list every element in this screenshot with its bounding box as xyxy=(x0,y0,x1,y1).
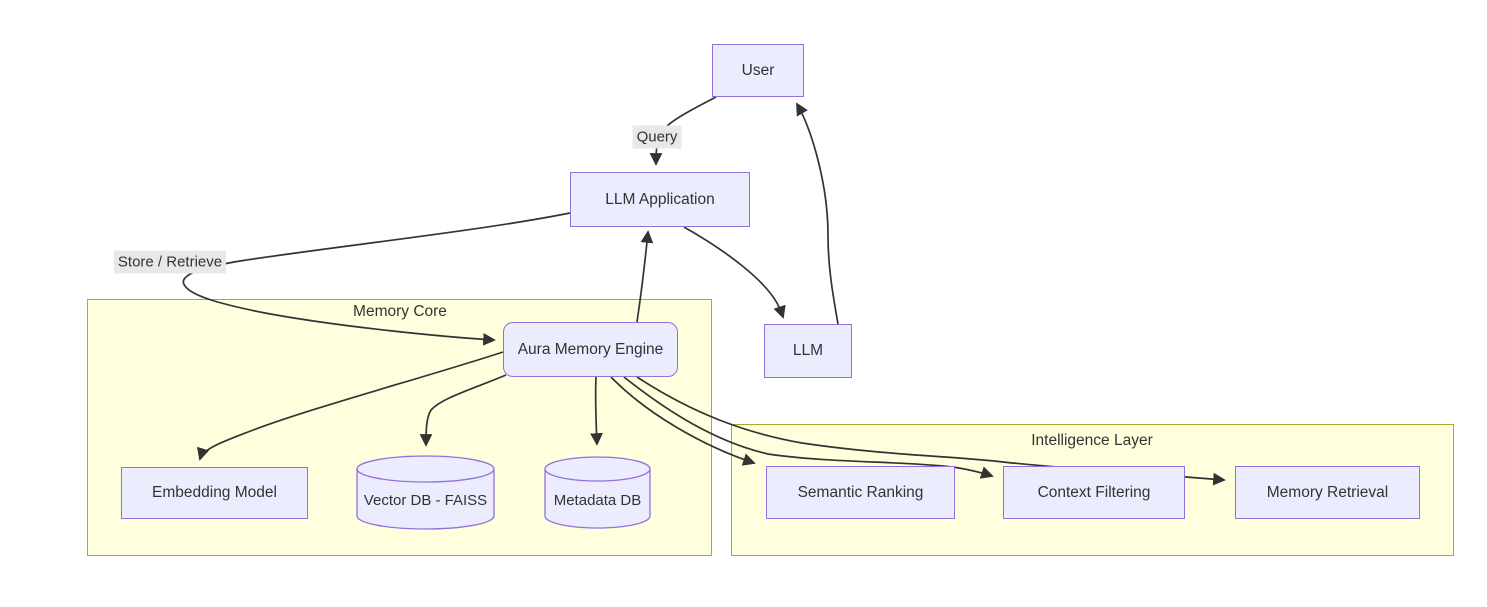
node-llm-application[interactable]: LLM Application xyxy=(570,172,750,227)
edge-label-query: Query xyxy=(632,125,682,149)
node-metadata-db-label[interactable]: Metadata DB xyxy=(553,491,642,509)
edge-llm-user xyxy=(796,102,839,325)
edge-label-store-retrieve: Store / Retrieve xyxy=(113,250,227,274)
node-semantic-ranking[interactable]: Semantic Ranking xyxy=(766,466,955,519)
node-memory-retrieval[interactable]: Memory Retrieval xyxy=(1235,466,1420,519)
node-context-filtering[interactable]: Context Filtering xyxy=(1003,466,1185,519)
edge-aura-embedding xyxy=(197,351,504,461)
edge-llmapp-llm xyxy=(683,226,786,319)
subgraph-memory-core-label: Memory Core xyxy=(353,303,447,320)
subgraph-intelligence-layer-label: Intelligence Layer xyxy=(1031,432,1153,449)
node-embedding-model[interactable]: Embedding Model xyxy=(121,467,308,519)
node-vector-db-label[interactable]: Vector DB - FAISS xyxy=(363,491,488,509)
edge-aura-semantic xyxy=(610,376,756,466)
edge-aura-vectordb xyxy=(419,374,507,447)
node-aura-memory-engine[interactable]: Aura Memory Engine xyxy=(503,322,678,377)
node-llm[interactable]: LLM xyxy=(764,324,852,378)
node-user[interactable]: User xyxy=(712,44,804,97)
edge-aura-context xyxy=(623,376,994,479)
edge-aura-llmapp xyxy=(636,230,654,323)
edge-aura-metadatadb xyxy=(590,376,603,446)
edge-llmapp-aura xyxy=(182,212,571,346)
edge-aura-memret xyxy=(636,376,1226,486)
